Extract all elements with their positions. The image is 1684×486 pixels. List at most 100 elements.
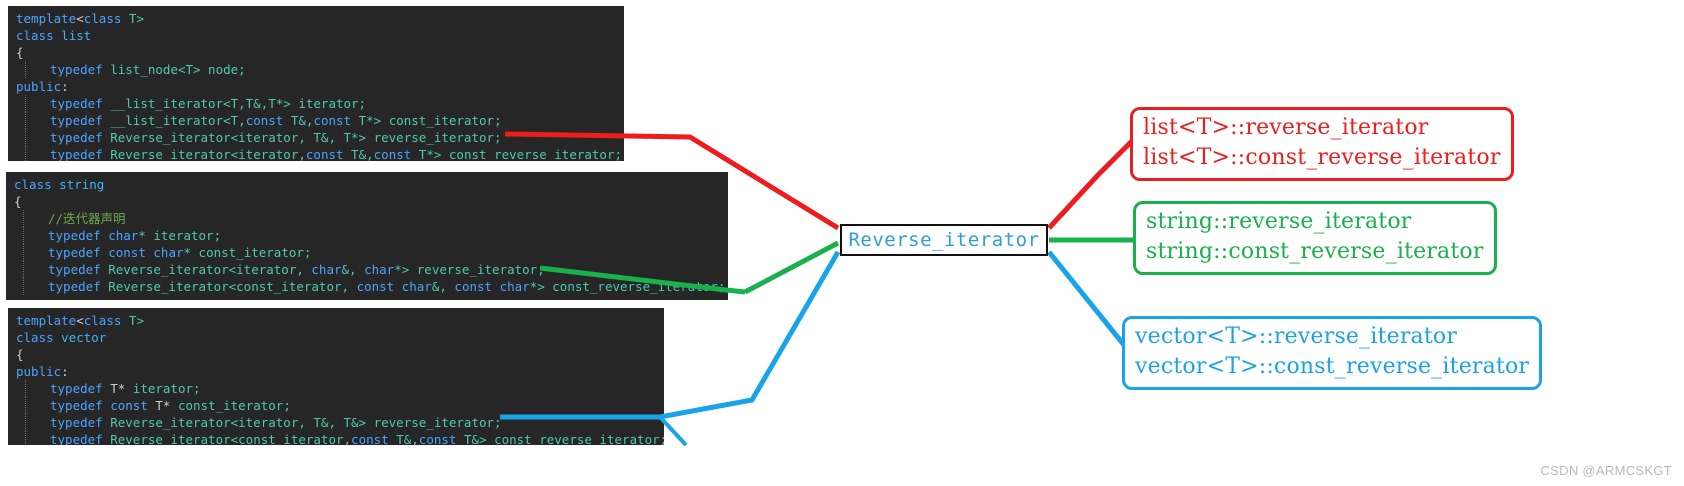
code-token: const — [373, 147, 412, 161]
code-token: list — [61, 28, 92, 43]
code-token: : — [61, 364, 69, 379]
code-token: T> — [121, 313, 144, 328]
code-token: const — [351, 432, 389, 445]
code-line: typedef Reverse_iterator<iterator, T&, T… — [8, 414, 664, 431]
annotation-line: list<T>::reverse_iterator — [1143, 115, 1429, 140]
annotation-line: list<T>::const_reverse_iterator — [1143, 145, 1501, 170]
code-token: T* — [102, 381, 133, 396]
csdn-watermark: CSDN @ARMCSKGT — [1540, 463, 1672, 478]
code-token: T&, — [343, 147, 374, 161]
code-token: const — [418, 432, 457, 445]
code-token: string — [59, 177, 105, 192]
code-token: typedef — [48, 262, 101, 277]
code-token: Reverse_iterator<const_iterator, — [102, 432, 352, 445]
code-line: class string — [6, 176, 728, 193]
annotation-line: string::reverse_iterator — [1146, 209, 1412, 234]
vector-class-code: template<class T>class vector{public:typ… — [8, 308, 664, 445]
code-token: Reverse_iterator<iterator, — [102, 147, 306, 161]
connector-green-left — [743, 240, 840, 295]
code-line: typedef Reverse_iterator<iterator,const … — [8, 146, 624, 161]
code-token: const — [454, 279, 493, 294]
code-token: const — [245, 113, 284, 128]
code-token: &, — [431, 279, 455, 294]
code-line: typedef const T* const_iterator; — [8, 397, 664, 414]
code-line: typedef Reverse_iterator<const_iterator,… — [6, 278, 728, 295]
code-token: const — [313, 113, 352, 128]
vector-typedef-annotation: vector<T>::reverse_iterator vector<T>::c… — [1122, 316, 1543, 390]
list-typedef-annotation: list<T>::reverse_iterator list<T>::const… — [1130, 107, 1514, 181]
code-token: const_iterator; — [177, 398, 291, 413]
code-token: public — [16, 79, 62, 94]
code-token: < — [76, 313, 84, 328]
code-token: T&, — [388, 432, 419, 445]
code-token: typedef — [50, 96, 103, 111]
code-token: class — [83, 11, 122, 26]
code-token: typedef — [50, 130, 103, 145]
code-token — [492, 279, 500, 294]
code-line: { — [8, 44, 624, 61]
annotation-line: vector<T>::const_reverse_iterator — [1135, 354, 1530, 379]
code-token: typedef — [48, 228, 101, 243]
code-line: typedef __list_iterator<T,const T&,const… — [8, 112, 624, 129]
connector-red-right — [1047, 138, 1135, 230]
code-token: const — [108, 245, 146, 260]
code-token: typedef — [50, 147, 103, 161]
code-token: char — [499, 279, 530, 294]
code-line: class vector — [8, 329, 664, 346]
code-token: T&> const_reverse_iterator; — [456, 432, 664, 445]
code-line: { — [8, 346, 664, 363]
code-token: < — [76, 11, 84, 26]
code-token: : — [61, 79, 69, 94]
code-line: class list — [8, 27, 624, 44]
list-class-code: template<class T>class list{typedef list… — [8, 6, 624, 161]
code-line: typedef T* iterator; — [8, 380, 664, 397]
code-token: list_node<T> node; — [102, 62, 246, 77]
code-token: char — [108, 228, 139, 243]
code-token: typedef — [50, 398, 103, 413]
code-token: template — [16, 313, 77, 328]
code-token: class — [14, 177, 52, 192]
code-token: typedef — [48, 279, 101, 294]
code-line: typedef Reverse_iterator<iterator, char&… — [6, 261, 728, 278]
code-token: Reverse_iterator<iterator, T&, T*> rever… — [102, 130, 502, 145]
string-typedef-annotation: string::reverse_iterator string::const_r… — [1133, 201, 1497, 275]
code-token: vector — [61, 330, 107, 345]
code-token: char — [311, 262, 342, 277]
code-line: template<class T> — [8, 10, 624, 27]
annotation-line: string::const_reverse_iterator — [1146, 239, 1484, 264]
code-token: *> const_reverse_iterator; — [529, 279, 726, 294]
code-line: public: — [8, 363, 664, 380]
code-line: typedef char* iterator; — [6, 227, 728, 244]
code-token: { — [16, 45, 24, 60]
code-token: T*> const_iterator; — [351, 113, 502, 128]
code-line: template<class T> — [8, 312, 664, 329]
code-token: const — [305, 147, 344, 161]
code-token: char — [153, 245, 184, 260]
code-token: Reverse_iterator<iterator, T&, T&> rever… — [102, 415, 502, 430]
code-token: * const_iterator; — [183, 245, 312, 260]
code-token: typedef — [50, 113, 103, 128]
code-token: &, — [341, 262, 365, 277]
code-token: __list_iterator<T, — [102, 113, 246, 128]
code-token: char — [364, 262, 395, 277]
code-token: typedef — [50, 381, 103, 396]
code-token — [394, 279, 402, 294]
code-token: * iterator; — [138, 228, 222, 243]
code-token: Reverse_iterator<iterator, — [100, 262, 312, 277]
code-token: template — [16, 11, 77, 26]
code-line: typedef __list_iterator<T,T&,T*> iterato… — [8, 95, 624, 112]
center-node-reverse-iterator[interactable]: Reverse_iterator — [840, 224, 1048, 256]
code-token: __list_iterator<T,T&,T*> iterator; — [102, 96, 367, 111]
code-line: //迭代器声明 — [6, 210, 728, 227]
code-line: typedef Reverse_iterator<const_iterator,… — [8, 431, 664, 445]
code-token: typedef — [48, 245, 101, 260]
code-line: { — [6, 193, 728, 210]
code-token: T* — [147, 398, 178, 413]
code-token: typedef — [50, 62, 103, 77]
code-token: typedef — [50, 432, 103, 445]
connector-blue-right — [1047, 250, 1126, 347]
code-line: public: — [8, 78, 624, 95]
center-node-label: Reverse_iterator — [848, 229, 1040, 251]
